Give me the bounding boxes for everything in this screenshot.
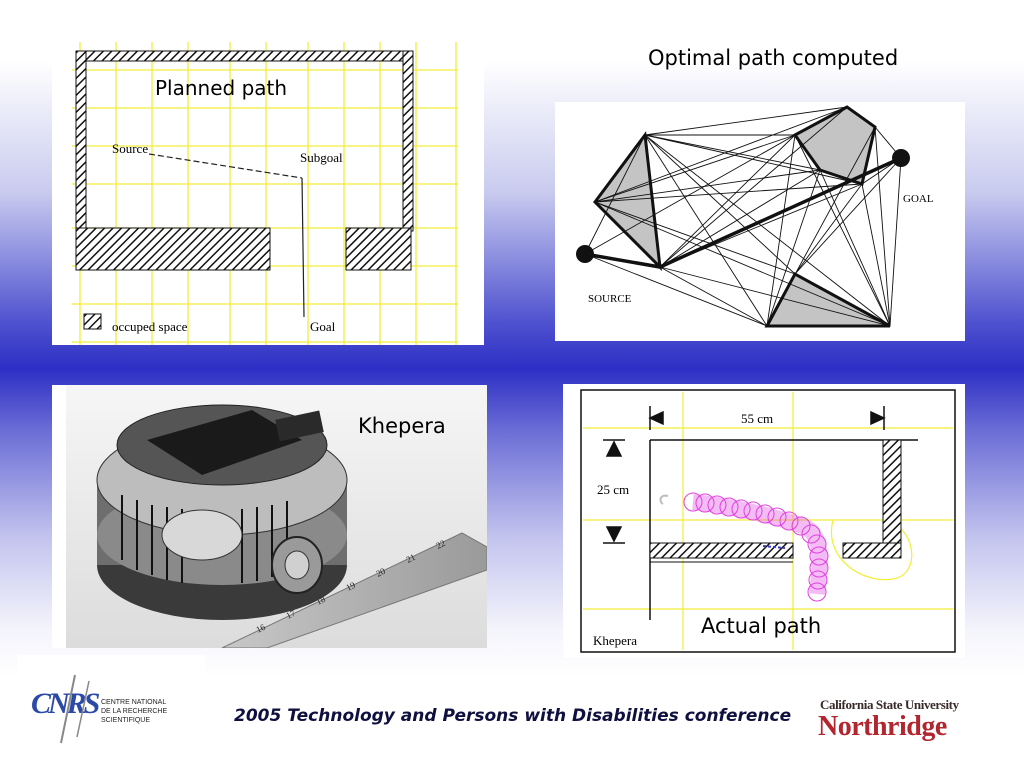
csun-line-2: Northridge — [818, 711, 947, 742]
height-dimension-label: 25 cm — [597, 482, 629, 497]
planned-path-diagram: Source Subgoal Goal occuped space — [72, 42, 458, 345]
source-label: Source — [112, 141, 148, 156]
goal-label: Goal — [310, 319, 336, 334]
frame-border — [580, 389, 956, 653]
occupied-walls — [75, 50, 414, 271]
source-node-label: SOURCE — [588, 293, 632, 305]
visibility-graph-diagram: GOAL SOURCE — [576, 105, 934, 328]
goal-node — [892, 149, 910, 167]
svg-text:CNRS: CNRS — [31, 687, 100, 720]
legend-swatch — [83, 313, 102, 330]
planned-path-panel: Source Subgoal Goal occuped space Planne… — [52, 42, 484, 345]
legend-label: occuped space — [112, 319, 188, 334]
ruler — [221, 532, 487, 648]
optimal-path-title: Optimal path computed — [648, 46, 899, 70]
visibility-lines — [584, 106, 902, 327]
csun-line-1: California State University — [820, 697, 959, 712]
optimal-path-panel: GOAL SOURCE — [555, 102, 965, 341]
planned-path-title: Planned path — [155, 76, 288, 100]
width-dimension-label: 55 cm — [741, 411, 773, 426]
cnrs-logo: CNRS CENTRE NATIONAL DE LA RECHERCHE SCI… — [17, 655, 205, 763]
cnrs-line-1: CENTRE NATIONAL — [101, 699, 167, 706]
actual-path-diagram: 55 cm 25 cm Khepera — [580, 389, 956, 653]
source-node — [576, 245, 594, 263]
khepera-robot-illustration: 16 17 18 19 20 21 22 — [66, 385, 487, 648]
planned-path-line — [148, 153, 305, 318]
goal-node-label: GOAL — [903, 193, 934, 205]
walls — [649, 439, 918, 620]
svg-text:21: 21 — [404, 552, 417, 565]
csun-logo: California State University Northridge — [818, 697, 978, 753]
cnrs-logo-mark: CNRS — [31, 674, 103, 744]
svg-text:22: 22 — [434, 538, 447, 551]
actual-path-trace — [683, 492, 829, 602]
subgoal-label: Subgoal — [300, 150, 343, 165]
cnrs-line-2: DE LA RECHERCHE — [101, 708, 168, 715]
khepera-photo-panel: 16 17 18 19 20 21 22 — [52, 385, 487, 648]
actual-path-panel: 55 cm 25 cm Khepera Actual path — [563, 384, 965, 658]
khepera-title: Khepera — [358, 414, 446, 438]
optimal-path-line — [584, 156, 902, 269]
start-marker — [659, 494, 669, 505]
robot-wheel — [271, 536, 323, 594]
cnrs-line-3: SCIENTIFIQUE — [101, 717, 151, 724]
sensor-marks — [762, 545, 786, 549]
conference-footer: 2005 Technology and Persons with Disabil… — [234, 706, 792, 726]
actual-path-title: Actual path — [701, 614, 822, 638]
dimension-arrows — [603, 406, 886, 544]
robot-name-label: Khepera — [593, 633, 637, 648]
cnrs-text: CENTRE NATIONAL DE LA RECHERCHE SCIENTIF… — [101, 698, 167, 725]
